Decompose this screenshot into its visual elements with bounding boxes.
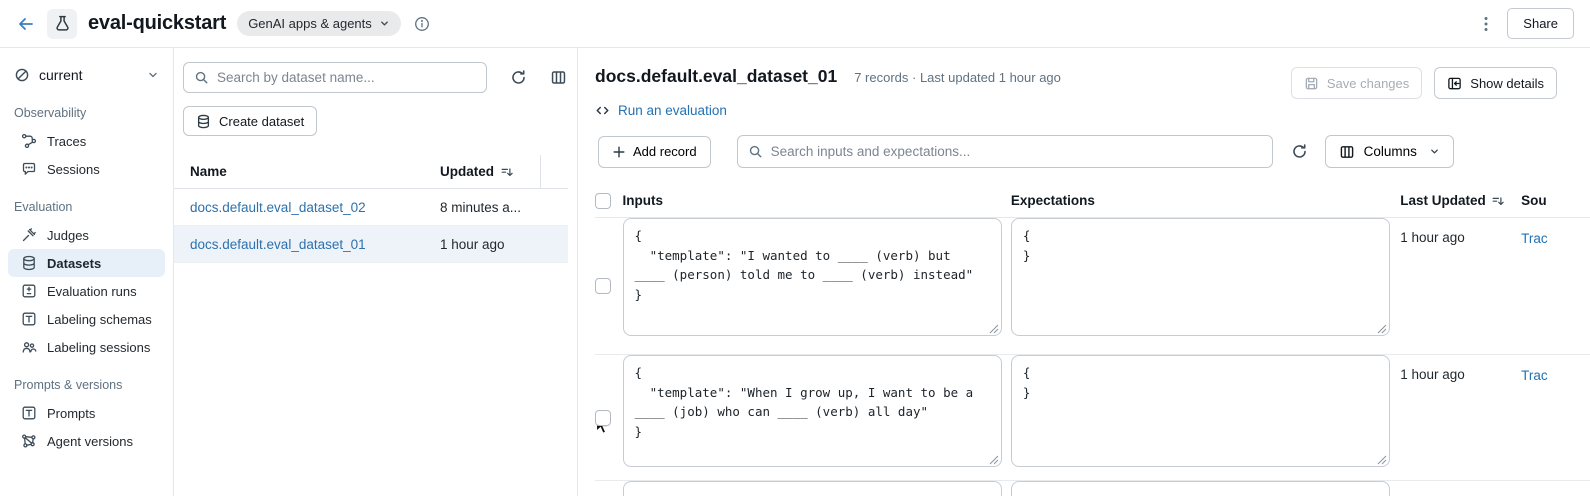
experiment-flask-icon [47,8,77,39]
context-badge[interactable]: GenAI apps & agents [237,11,401,36]
sidebar: current Observability Traces Sessions Ev… [0,48,174,496]
code-icon [595,103,610,118]
sidebar-item-evaluation-runs[interactable]: Evaluation runs [8,277,165,305]
dataset-search-box [183,62,487,93]
chevron-down-icon [147,69,159,81]
select-all-checkbox[interactable] [595,192,611,209]
info-icon[interactable] [414,16,430,32]
column-header-inputs[interactable]: Inputs [622,193,664,208]
source-trace-link[interactable]: Trac [1521,231,1548,246]
dataset-list-panel: Create dataset Name Updated docs.default… [174,48,610,496]
detail-title: docs.default.eval_dataset_01 [595,66,838,86]
dataset-row-selected[interactable]: docs.default.eval_dataset_01 1 hour ago [174,226,568,263]
source-trace-link[interactable]: Trac [1521,368,1548,383]
network-graph-icon [21,433,37,449]
row-checkbox[interactable] [595,409,611,426]
save-changes-button[interactable]: Save changes [1290,67,1423,99]
sidebar-item-labeling-sessions[interactable]: Labeling sessions [8,333,165,361]
section-label-prompts: Prompts & versions [14,378,123,392]
chevron-down-icon [379,18,390,29]
sort-descending-icon [1491,194,1505,208]
inputs-editor[interactable]: { "template": "I wanted to ____ (verb) b… [622,218,1002,336]
column-header-spacer [540,155,568,188]
resize-handle[interactable] [989,455,999,465]
column-header-name[interactable]: Name [190,164,227,179]
sidebar-item-datasets[interactable]: Datasets [8,249,165,277]
panel-left-arrow-icon [1447,76,1462,91]
inputs-editor[interactable]: { "template": "When I grow up, I want to… [622,355,1002,467]
sidebar-item-agent-versions[interactable]: Agent versions [8,427,165,455]
sidebar-item-traces[interactable]: Traces [8,127,165,155]
columns-dropdown-button[interactable]: Columns [1324,135,1454,168]
detail-meta: 7 records · Last updated 1 hour ago [854,70,1061,85]
search-icon [194,70,209,85]
dataset-link[interactable]: docs.default.eval_dataset_01 [190,236,366,252]
last-updated-cell: 1 hour ago [1400,230,1465,245]
record-row: { "template": "I wanted to ____ (verb) b… [595,218,1590,355]
plus-minus-box-icon [21,283,37,299]
save-icon [1304,76,1319,91]
refresh-icon[interactable] [1291,143,1308,160]
record-search-input[interactable] [770,144,1262,159]
run-evaluation-link[interactable]: Run an evaluation [595,103,727,118]
expectations-editor[interactable]: { } [1010,218,1390,336]
add-record-button[interactable]: Add record [598,135,711,168]
dataset-search-input[interactable] [217,70,476,85]
slash-circle-icon [14,67,30,83]
chat-bubble-icon [21,161,37,177]
resize-handle[interactable] [1377,455,1387,465]
plus-icon [612,145,626,159]
back-arrow-icon[interactable] [16,14,36,34]
expectations-editor[interactable] [1010,481,1390,496]
sidebar-item-prompts[interactable]: Prompts [8,399,165,427]
sort-descending-icon [500,165,514,179]
refresh-icon[interactable] [510,69,527,86]
dataset-table-header: Name Updated [174,155,568,189]
chevron-down-icon [1429,146,1440,157]
columns-icon[interactable] [550,69,567,86]
database-icon [21,255,37,271]
records-table: Inputs Expectations Last Updated Sou { "… [595,184,1590,496]
sidebar-item-judges[interactable]: Judges [8,221,165,249]
traces-icon [21,133,37,149]
expectations-editor[interactable]: { } [1010,355,1390,467]
people-icon [21,339,37,355]
dataset-link[interactable]: docs.default.eval_dataset_02 [190,199,366,215]
column-header-last-updated[interactable]: Last Updated [1400,193,1521,208]
text-box-icon [21,405,37,421]
dataset-row[interactable]: docs.default.eval_dataset_02 8 minutes a… [174,189,568,226]
database-icon [196,114,211,129]
row-checkbox[interactable] [595,278,611,294]
column-header-expectations[interactable]: Expectations [1010,193,1095,208]
text-box-icon [21,311,37,327]
overflow-menu-icon[interactable] [1476,16,1496,32]
records-table-header: Inputs Expectations Last Updated Sou [595,184,1590,218]
column-header-source[interactable]: Sou [1521,193,1547,208]
section-label-observability: Observability [14,106,87,120]
resize-handle[interactable] [1377,324,1387,334]
columns-icon [1339,144,1355,160]
inputs-editor[interactable] [622,481,1002,496]
search-icon [748,144,763,159]
workspace-selector[interactable]: current [8,61,165,89]
show-details-button[interactable]: Show details [1434,67,1557,99]
sidebar-item-labeling-schemas[interactable]: Labeling schemas [8,305,165,333]
page-title: eval-quickstart [88,12,227,34]
last-updated-cell: 1 hour ago [1400,367,1465,382]
column-header-updated[interactable]: Updated [440,164,540,179]
share-button[interactable]: Share [1507,8,1574,39]
dataset-detail-panel: docs.default.eval_dataset_01 7 records ·… [578,48,1590,496]
top-bar: eval-quickstart GenAI apps & agents Shar… [0,0,1590,48]
section-label-evaluation: Evaluation [14,200,73,214]
record-row: { "template": "When I grow up, I want to… [595,355,1590,481]
record-row-partial [595,481,1590,496]
resize-handle[interactable] [989,324,999,334]
create-dataset-button[interactable]: Create dataset [183,106,318,136]
record-search-box [736,135,1273,168]
sidebar-item-sessions[interactable]: Sessions [8,155,165,183]
gavel-icon [21,227,37,243]
workspace-label: current [39,67,83,83]
